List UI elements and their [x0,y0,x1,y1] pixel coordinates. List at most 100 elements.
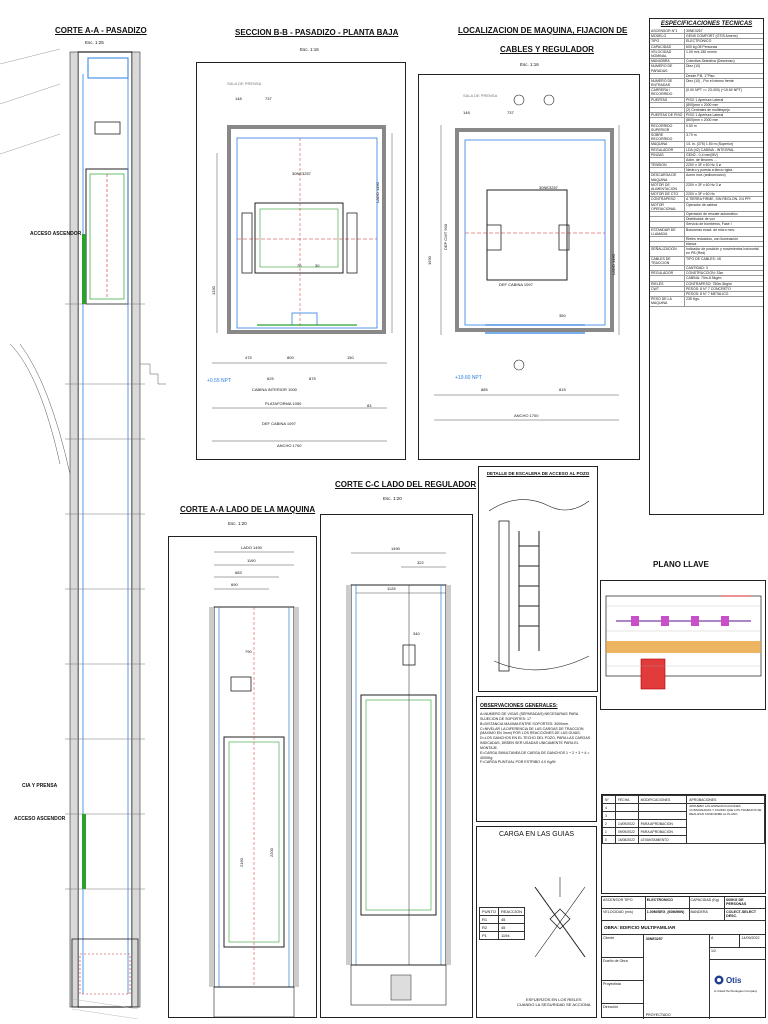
dim-lado-1490-loc: LADO 1490 [611,254,616,275]
spec-value: Distribuidor de voz [686,217,715,222]
rev-row-2-date: 14/09/2022 [614,819,639,828]
spec-value: 30NE3257 [686,29,703,33]
spec-value: 0.50 m [686,123,697,128]
spec-value: LDA (42) CABINA - INTEGRAL [686,147,735,152]
spec-value: PISO 1 Apertura Lateral [686,97,724,102]
carga-row-2-punto: R2 [479,923,499,932]
spec-value: 235 Kgs. [686,297,700,302]
otis-mark-icon [714,975,724,985]
title-corte-aa-pasadizo: CORTE A-A - PASADIZO [55,26,147,35]
spec-value: 220V x 3F x 60 Hz [686,192,715,197]
carga-row-3-value: 1194 [497,931,526,940]
rev-row-4-n: 4 [602,803,616,812]
title-corte-cc: CORTE C-C LADO DEL REGULADOR [335,480,477,489]
spec-key: MOTOR DE ALIMENTACION [650,182,686,192]
carga-row-1-value: 45 [497,915,526,924]
spec-key: CAPACIDAD [650,44,686,49]
spec-value: (0.00 NPT => 23.400) (+19.60 NPT) [686,88,742,93]
spec-row: Servicio de bomberos, Fase I [650,222,763,228]
rev-row-4-date [614,803,639,812]
dim-475: 475 [245,355,252,360]
observacion-line: F=CARGA PUNTUAL POR ESTRIBO 4.0 Kg/M [480,760,556,765]
spec-value: TIPO DE CABLES: 4S [686,256,722,261]
carga-header-punto: PUNTO [479,907,499,916]
frame-corte-cc: 1490 322 1128 340 [320,514,473,1018]
model-number: 30NE3257 [292,171,311,176]
spec-value: Botoneras exact. de micro mov. [686,227,735,232]
scale-corte-aa-maquina: Esc. 1:20 [228,521,247,526]
dim-83: 83 [367,403,372,408]
spec-key: CARRERA / RECORRIDO [650,88,686,97]
spec-key [650,211,686,217]
dim-aa-683: 683 [235,570,242,575]
title-corte-aa-maquina: CORTE A-A LADO DE LA MAQUINA [180,505,316,514]
spec-key: CONTRAPESO [650,197,686,202]
spec-value: 600 kg 08 Personas [686,44,718,49]
spec-value: CONSTRUCCION: 33m [686,271,724,276]
tb-bandera-label: BANDERA [690,909,726,920]
label-sala-prensa: SALA DE PRENSA [227,81,262,86]
spec-key [650,118,686,123]
tb-sheet: 1/2 [709,948,765,960]
rev-approval-note: APRUEBO LAS ESPECIFICACIONES CONSIGNADAS… [686,803,765,844]
label-dep-cabina-loc: DEF CABINA 1097 [499,282,533,287]
spec-value: GENS COMFORT (OTIS Americ) [686,34,738,39]
dim-737-loc: 737 [507,110,514,115]
frame-observaciones: OBSERVACIONES GENERALES: A=NUMERO DE VIG… [476,696,597,822]
frame-escalera: DETALLE DE ESCALERA DE ACCESO AL POZO [478,466,598,692]
spec-value: blanca [686,242,697,247]
tb-vel-label: VELOCIDAD (m/s) [602,909,646,920]
rev-row-1-date: 09/09/2022 [614,827,639,836]
dim-cc-1128: 1128 [387,586,396,591]
otis-brand: Otis [725,975,742,985]
title-localizacion-1: LOCALIZACION DE MAQUINA, FIJACION DE [458,26,628,35]
carga-note-1: ESFUERZOS EN LOS RIELES [526,997,582,1002]
spec-key: PESO DE LA MAQUINA [650,297,686,306]
rev-row-2-mod: PARA APROBACION [637,819,688,828]
spec-key [650,168,686,173]
rev-row-1-n: 1 [602,827,616,836]
spec-value: Diez (10) [686,64,701,69]
spec-row: (800)mm x 2000 mm [650,102,763,108]
dim-800: 800 [287,355,294,360]
spec-value: 220V x 3F x 60 Hz 3 ø [686,163,721,168]
dim-815: 815 [559,387,566,392]
scale-localizacion: Esc. 1:16 [520,62,539,67]
tb-proyecto: 30NE3257 [645,937,663,941]
dim-aa-2160: 2160 [239,858,244,867]
rev-row-1-mod: PARA APROBACION [637,827,688,836]
spec-key [650,242,686,247]
tb-proyectado: PROYECTADO [645,1013,671,1017]
scale-corte-cc: Esc. 1:20 [383,496,402,501]
spec-key: NUMERO DE PARADAS [650,64,686,73]
rev-header-mod: MODIFICACIONES [637,795,688,804]
specs-title: ESPECIFICACIONES TECNICAS [660,21,753,27]
tb-owner-label: Dueño de Obra [602,958,643,981]
rev-row-3-mod [637,811,688,820]
title-plano-llave: PLANO LLAVE [653,560,709,569]
spec-row: Rieles reducidos, con iluminación [650,236,763,243]
spec-value: GEN2 - 0.4 mm(MV) [686,152,718,157]
spec-key [650,157,686,163]
frame-corte-aa-maquina: LADO 1490 1190 683 690 790 2200 2160 [168,536,317,1018]
drawing-corte-aa-pasadizo [0,48,166,1019]
spec-key: MOTOR OPERACIONAL [650,202,686,211]
spec-value: 1.00 m/s 180 m/min [686,49,717,54]
spec-value: Acero inox (anticorrosivo) [686,173,726,178]
dim-1630: 1630 [427,256,432,265]
spec-value: 1/1 In. (375) 1.50 m (Superior) [686,142,734,147]
dim-aa-1190: 1190 [247,558,256,563]
spec-row: Operación de rescate automático [650,211,763,218]
